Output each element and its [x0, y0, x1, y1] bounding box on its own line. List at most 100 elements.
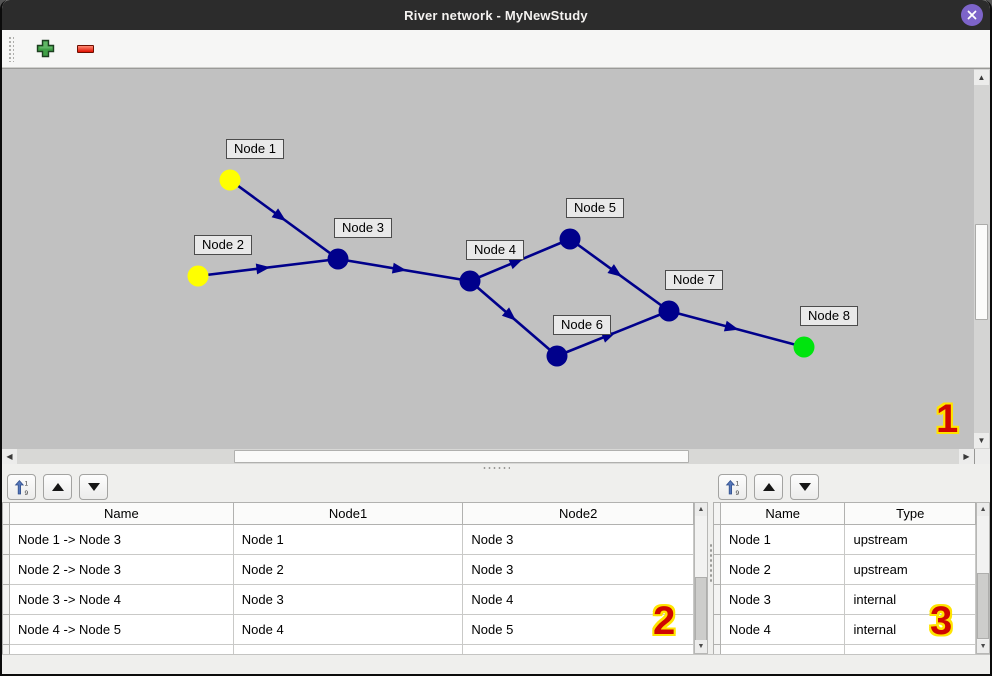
table-row[interactable]: Node 1 upstream: [713, 524, 977, 555]
status-bar: [2, 654, 990, 674]
scroll-up-button[interactable]: ▲: [974, 70, 989, 85]
scroll-down-button[interactable]: ▼: [977, 640, 990, 653]
cell-name[interactable]: Node 2 -> Node 3: [8, 554, 234, 585]
nodes-header-row: Name Type: [713, 502, 977, 525]
cell-node1[interactable]: Node 1: [232, 524, 464, 555]
scroll-down-button[interactable]: ▼: [974, 433, 989, 448]
cell-empty[interactable]: [232, 644, 464, 654]
nodes-sort-button[interactable]: 1 9: [718, 474, 747, 500]
row-handle[interactable]: [713, 644, 721, 654]
node-label[interactable]: Node 2: [194, 235, 252, 255]
cell-node2[interactable]: Node 5: [462, 614, 695, 645]
scroll-down-button[interactable]: ▼: [695, 640, 708, 653]
node-label[interactable]: Node 6: [553, 315, 611, 335]
links-move-down-button[interactable]: [79, 474, 108, 500]
nodes-col-type[interactable]: Type: [844, 502, 977, 525]
close-button[interactable]: [961, 4, 983, 26]
river-network-canvas[interactable]: Node 1 Node 2 Node 3 Node 4 Node 5 Node 6 Node…: [2, 69, 974, 449]
network-node[interactable]: [559, 228, 581, 250]
network-node[interactable]: [546, 345, 568, 367]
cell-node2[interactable]: Node 3: [462, 554, 695, 585]
row-handle[interactable]: [713, 584, 721, 615]
cell-node1[interactable]: Node 2: [232, 554, 464, 585]
links-move-up-button[interactable]: [43, 474, 72, 500]
table-row[interactable]: Node 1 -> Node 3 Node 1 Node 3: [2, 524, 695, 555]
remove-button[interactable]: [72, 36, 98, 62]
arrow-down-icon: ▼: [697, 643, 705, 650]
network-node[interactable]: [327, 248, 349, 270]
add-button[interactable]: [32, 36, 58, 62]
node-label[interactable]: Node 8: [800, 306, 858, 326]
links-col-node2[interactable]: Node2: [462, 502, 695, 525]
table-row[interactable]: Node 3 -> Node 4 Node 3 Node 4: [2, 584, 695, 615]
cell-node1[interactable]: Node 3: [232, 584, 464, 615]
links-col-node1[interactable]: Node1: [232, 502, 464, 525]
nodes-table-scrollbar[interactable]: ▲ ▼: [976, 502, 990, 654]
table-row[interactable]: Node 4 -> Node 5 Node 4 Node 5: [2, 614, 695, 645]
nodes-move-up-button[interactable]: [754, 474, 783, 500]
nodes-move-down-button[interactable]: [790, 474, 819, 500]
network-node[interactable]: [219, 169, 241, 191]
node-label[interactable]: Node 7: [665, 270, 723, 290]
row-handle[interactable]: [713, 614, 721, 645]
links-sort-button[interactable]: 1 9: [7, 474, 36, 500]
cell-name[interactable]: Node 3: [719, 584, 846, 615]
cell-type[interactable]: internal: [844, 614, 977, 645]
cell-type[interactable]: upstream: [844, 524, 977, 555]
scroll-thumb[interactable]: [695, 577, 708, 641]
cell-name[interactable]: Node 1 -> Node 3: [8, 524, 234, 555]
cell-empty[interactable]: [462, 644, 695, 654]
table-row[interactable]: Node 2 upstream: [713, 554, 977, 585]
cell-empty[interactable]: [8, 644, 234, 654]
table-row[interactable]: Node 4 internal: [713, 614, 977, 645]
cell-name[interactable]: Node 4: [719, 614, 846, 645]
toolbar-gripper[interactable]: [8, 35, 14, 62]
nodes-col-name[interactable]: Name: [719, 502, 846, 525]
canvas-horizontal-scrollbar[interactable]: ◀ ▶: [2, 449, 974, 464]
row-handle[interactable]: [2, 644, 10, 654]
scroll-left-button[interactable]: ◀: [2, 449, 17, 464]
canvas-vertical-scrollbar[interactable]: ▲ ▼: [974, 69, 990, 449]
network-node[interactable]: [459, 270, 481, 292]
node-label[interactable]: Node 3: [334, 218, 392, 238]
vertical-splitter[interactable]: [708, 472, 713, 654]
links-table-scrollbar[interactable]: ▲ ▼: [694, 502, 708, 654]
scroll-thumb[interactable]: [977, 573, 990, 639]
cell-type[interactable]: upstream: [844, 554, 977, 585]
cell-name[interactable]: Node 2: [719, 554, 846, 585]
node-label[interactable]: Node 5: [566, 198, 624, 218]
horizontal-scroll-thumb[interactable]: [234, 450, 689, 463]
scroll-right-button[interactable]: ▶: [959, 449, 974, 464]
network-node[interactable]: [658, 300, 680, 322]
table-row[interactable]: [713, 644, 977, 654]
node-label[interactable]: Node 4: [466, 240, 524, 260]
move-up-icon: [762, 483, 775, 491]
cell-type[interactable]: internal: [844, 584, 977, 615]
cell-node1[interactable]: Node 4: [232, 614, 464, 645]
table-row[interactable]: [2, 644, 695, 654]
cell-empty[interactable]: [844, 644, 977, 654]
vertical-scroll-thumb[interactable]: [975, 224, 988, 320]
node-label[interactable]: Node 1: [226, 139, 284, 159]
table-row[interactable]: Node 2 -> Node 3 Node 2 Node 3: [2, 554, 695, 585]
cell-name[interactable]: Node 1: [719, 524, 846, 555]
cell-node2[interactable]: Node 3: [462, 524, 695, 555]
cell-node2[interactable]: Node 4: [462, 584, 695, 615]
cell-name[interactable]: Node 4 -> Node 5: [8, 614, 234, 645]
scroll-up-button[interactable]: ▲: [977, 503, 990, 516]
cell-empty[interactable]: [719, 644, 846, 654]
horizontal-splitter[interactable]: [2, 464, 990, 472]
row-handle[interactable]: [713, 554, 721, 585]
row-handle[interactable]: [713, 524, 721, 555]
cell-name[interactable]: Node 3 -> Node 4: [8, 584, 234, 615]
nodes-table: Name Type Node 1 upstream Node 2 upstrea…: [713, 502, 977, 654]
row-handle[interactable]: [2, 584, 10, 615]
scroll-up-button[interactable]: ▲: [695, 503, 708, 516]
row-handle[interactable]: [2, 554, 10, 585]
row-handle[interactable]: [2, 524, 10, 555]
network-node[interactable]: [793, 336, 815, 358]
network-node[interactable]: [187, 265, 209, 287]
table-row[interactable]: Node 3 internal: [713, 584, 977, 615]
links-col-name[interactable]: Name: [8, 502, 234, 525]
row-handle[interactable]: [2, 614, 10, 645]
